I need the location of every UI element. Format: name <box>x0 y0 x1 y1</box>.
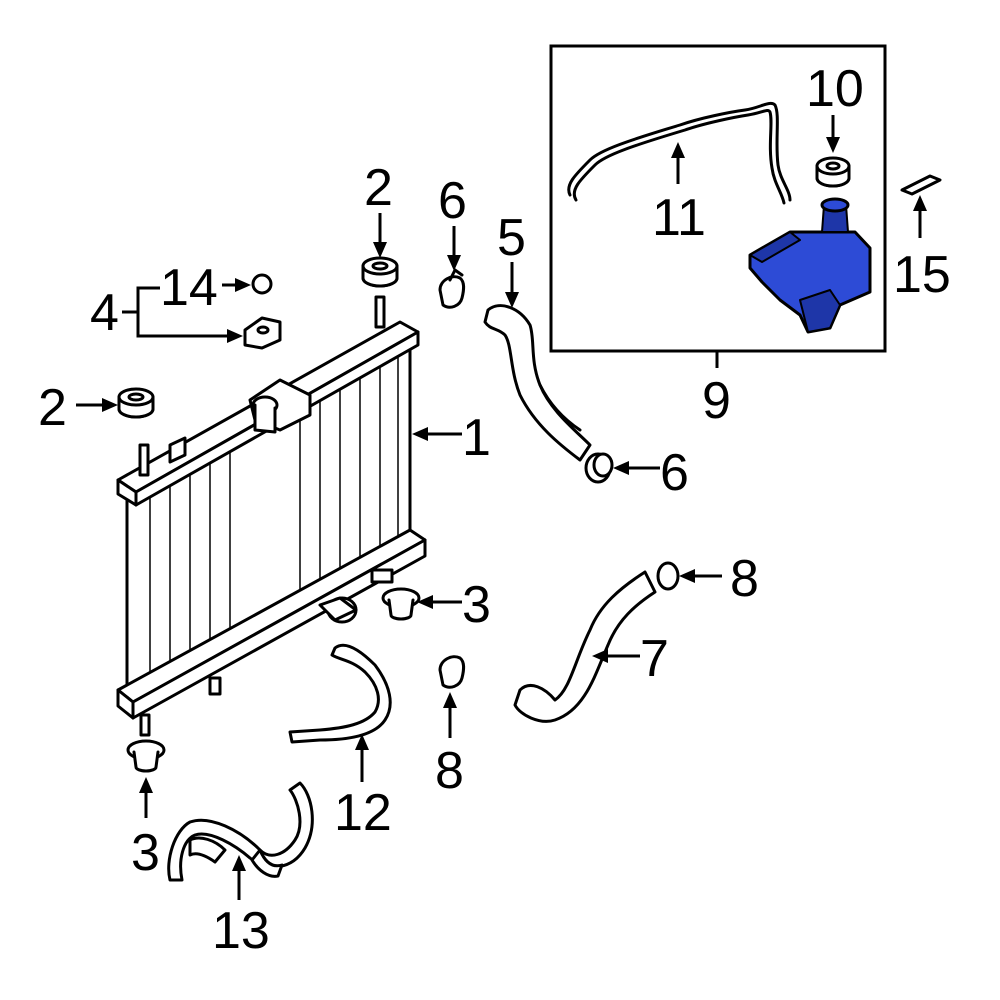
callout-9: 9 <box>702 372 731 430</box>
callout-4: 4 <box>90 284 119 342</box>
callout-11: 11 <box>652 189 706 247</box>
clamp-8[interactable] <box>438 655 466 689</box>
warning-label[interactable] <box>900 174 942 196</box>
radiator[interactable] <box>116 295 427 737</box>
leader-lines <box>76 115 927 900</box>
callout-8-lower: 8 <box>435 742 464 800</box>
coolant-reservoir[interactable] <box>748 197 872 334</box>
cap-seal[interactable] <box>815 156 851 188</box>
mount-left[interactable] <box>126 739 166 773</box>
grommet-upper[interactable] <box>361 256 399 288</box>
callout-12: 12 <box>334 784 392 842</box>
bypass-hose[interactable] <box>167 781 314 882</box>
clamp-upper[interactable] <box>438 268 466 309</box>
callout-13: 13 <box>212 902 270 960</box>
mount-right[interactable] <box>381 587 421 621</box>
callout-1: 1 <box>462 409 491 467</box>
callout-14: 14 <box>160 259 218 317</box>
callout-2-upper: 2 <box>364 159 393 217</box>
callout-7: 7 <box>640 630 669 688</box>
callout-3-left: 3 <box>131 824 160 882</box>
callout-5: 5 <box>497 209 526 267</box>
callout-10: 10 <box>806 60 864 118</box>
callout-2-left: 2 <box>38 379 67 437</box>
lower-hose[interactable] <box>513 561 680 723</box>
callout-15: 15 <box>893 246 951 304</box>
pin[interactable] <box>251 273 273 295</box>
bracket[interactable] <box>243 316 282 350</box>
reservoir-tube[interactable] <box>567 101 792 205</box>
callout-6-upper: 6 <box>438 172 467 230</box>
grommet-left[interactable] <box>117 387 155 419</box>
overflow-hose[interactable] <box>288 643 392 744</box>
callout-8-right: 8 <box>730 550 759 608</box>
callout-3-right: 3 <box>462 576 491 634</box>
upper-hose[interactable] <box>483 304 592 462</box>
clamp-lower[interactable] <box>584 452 614 484</box>
callout-6-lower: 6 <box>660 444 689 502</box>
